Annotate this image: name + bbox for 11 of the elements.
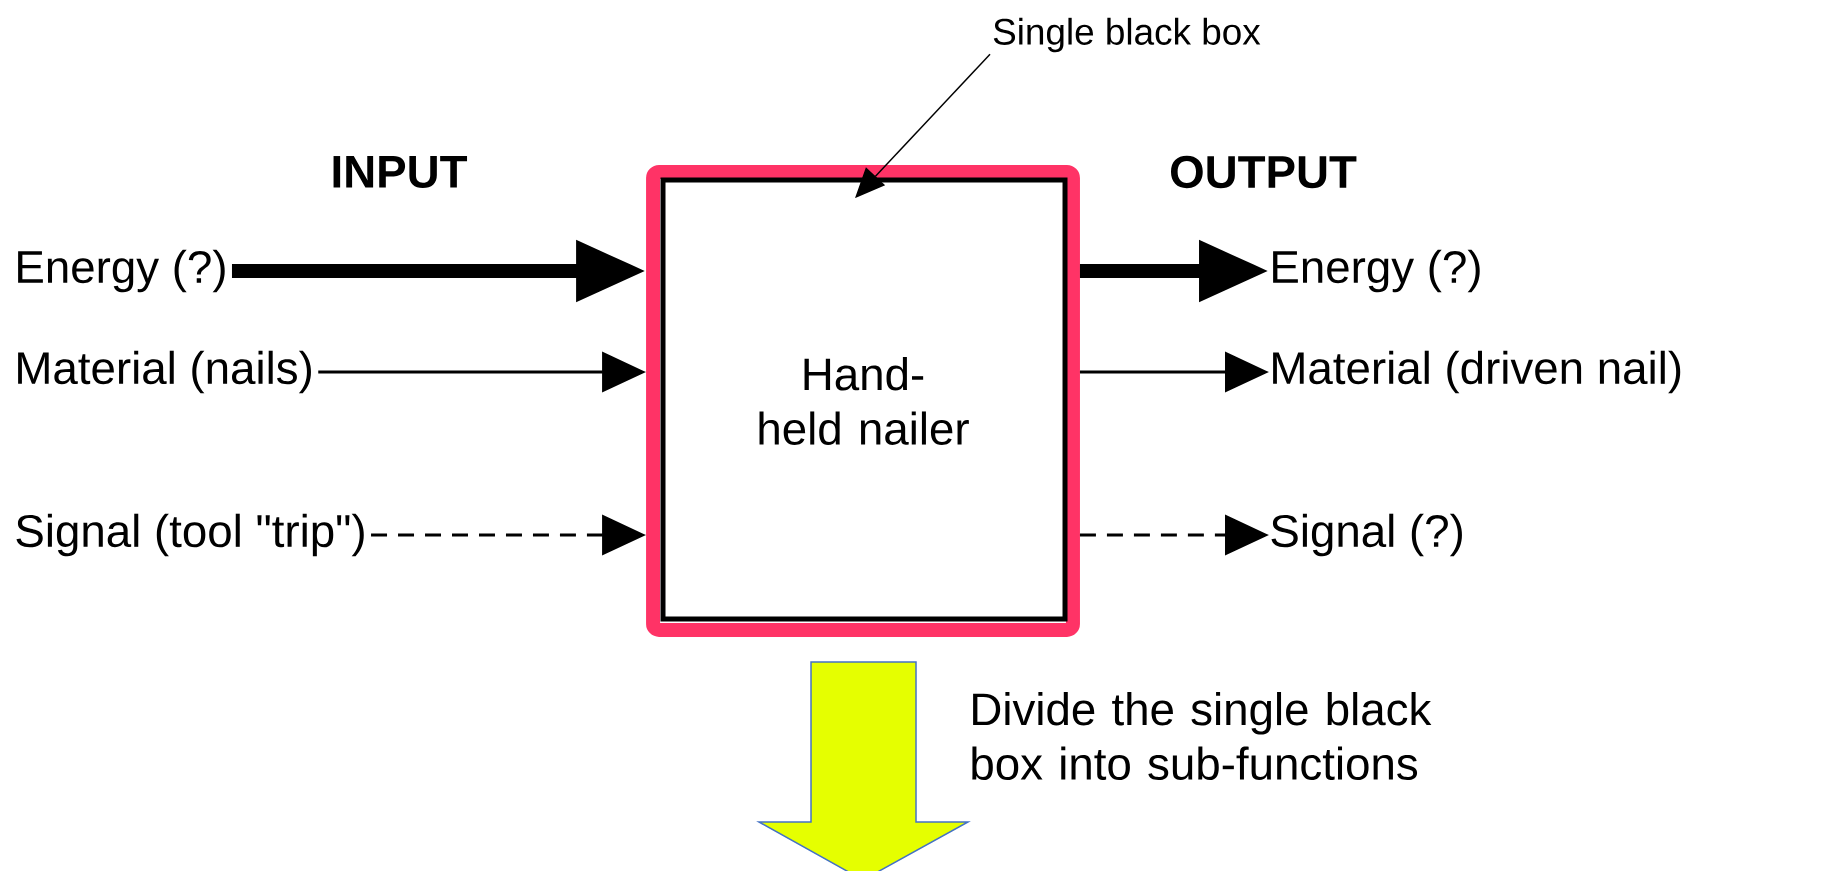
process-box: Hand-held nailer bbox=[646, 165, 1080, 637]
flow-label: Energy (?) bbox=[18, 249, 225, 293]
flow-label: Signal (tool "trip") bbox=[16, 513, 364, 557]
heading: INPUT bbox=[333, 156, 468, 188]
flow-label: Energy (?) bbox=[1273, 249, 1480, 293]
heading: OUTPUT bbox=[1171, 155, 1357, 189]
callout-text: Single black box bbox=[993, 17, 1261, 53]
flow-label: Material (nails) bbox=[18, 350, 311, 394]
flow-label: Material (driven nail) bbox=[1273, 350, 1681, 394]
flow-label: Signal (?) bbox=[1271, 513, 1462, 557]
note-text: Divide the single black box into sub-functions bbox=[972, 692, 1432, 780]
